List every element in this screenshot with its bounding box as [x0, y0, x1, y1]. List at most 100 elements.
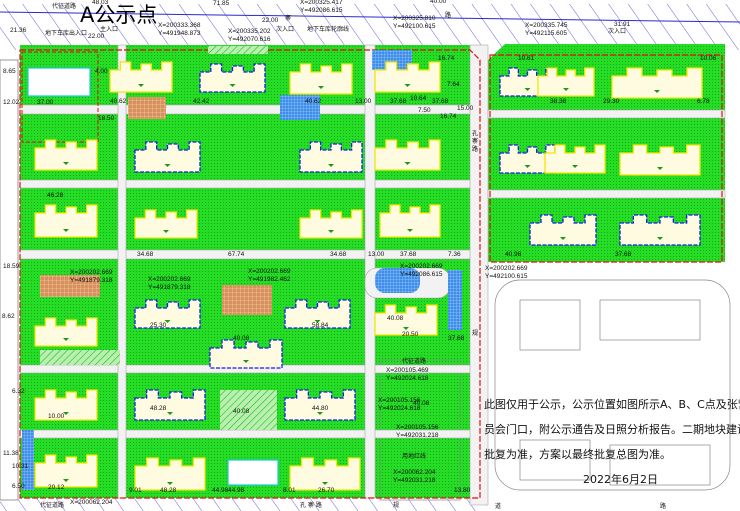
coordinate-label: Y=492100.615 [393, 23, 436, 30]
dimension-label: 38.38 [550, 98, 567, 105]
hatched-lawn-2 [220, 390, 277, 430]
residential-building [289, 63, 353, 95]
entrance-marker-icon [560, 237, 566, 240]
dimension-label: 67.74 [228, 251, 245, 258]
entrance-marker-icon [63, 412, 69, 415]
dimension-label: 34.68 [137, 251, 154, 258]
plaza-3 [222, 285, 272, 315]
road-label: 道 [495, 502, 501, 510]
internal-roads [19, 44, 726, 506]
residential-building [34, 204, 98, 238]
coordinate-label: X=200325.810 [393, 15, 436, 22]
dimension-label: 31.91 [614, 21, 631, 28]
hatched-lawn-3 [208, 46, 268, 54]
dimension-label: 10.61 [518, 55, 535, 62]
dimension-label: 26.70 [318, 487, 335, 494]
pool-1 [280, 95, 320, 120]
dimension-label: 48.28 [160, 487, 177, 494]
dimension-label: 40.08 [233, 408, 250, 415]
dimension-label: 34.68 [330, 251, 347, 258]
coordinate-label: Y=492070.616 [228, 36, 271, 43]
entrance-marker-icon [524, 88, 531, 91]
dimension-label: 10.00 [48, 413, 65, 420]
residential-building [289, 457, 361, 491]
coordinate-label: X=200333.368 [158, 22, 201, 29]
coordinate-label: X=200202.669 [70, 269, 113, 276]
dimension-label: 18.50 [98, 115, 115, 122]
dimension-label: 48.28 [150, 405, 167, 412]
pool-2 [372, 50, 412, 70]
entrance-marker-icon [317, 412, 323, 415]
dimension-label: 37.00 [37, 99, 54, 106]
entrance-label: 次入口 [608, 27, 626, 35]
dimension-label: 20.12 [48, 484, 65, 491]
residential-building [299, 209, 363, 239]
dimension-label: 37.68 [448, 335, 465, 342]
residential-building [109, 61, 173, 93]
dimension-label: 12.02 [3, 99, 20, 106]
dimension-label: 13.00 [368, 251, 385, 258]
road-label: 孔 寨 路 [471, 129, 478, 153]
dimension-label: 6.50 [12, 483, 25, 490]
tower-1 [27, 67, 91, 97]
dimension-label: 10.06 [700, 55, 717, 62]
dimension-label: 58.84 [312, 322, 329, 329]
coordinate-label: X=200105.156 [396, 424, 439, 431]
entrance-marker-icon [63, 338, 69, 341]
dimension-label: 29.30 [603, 98, 620, 105]
residential-building [134, 389, 206, 421]
dimension-label: 13.00 [355, 98, 372, 105]
note-line-3: 批复为准，方案以最终批复总图为准。 [484, 448, 671, 461]
road-label: 孔 寨 路 [300, 501, 322, 509]
gate-building [227, 459, 279, 486]
coordinate-label: X=200335.202 [228, 28, 271, 35]
residential-building [619, 214, 701, 246]
residential-building [619, 144, 701, 176]
entrance-marker-icon [164, 320, 171, 323]
coordinate-label: Y=492024.618 [386, 375, 429, 382]
dimension-label: 21.36 [10, 27, 27, 34]
coordinate-label: Y=492031.218 [396, 432, 439, 439]
land-boundary-line [19, 49, 723, 499]
road-label: 规 [472, 329, 478, 337]
dimension-label: 42.42 [193, 98, 210, 105]
residential-building [209, 339, 283, 369]
residential-building [379, 204, 441, 238]
dimension-label: 48.03 [92, 0, 109, 6]
residential-building [34, 317, 98, 347]
residential-building [499, 144, 556, 174]
coordinate-label: Y=492100.615 [485, 273, 528, 280]
dimension-label: 16.74 [440, 113, 457, 120]
residential-building [544, 144, 606, 174]
road-label: 代征道路 [52, 2, 76, 10]
dimension-label: 40.08 [387, 315, 404, 322]
dimension-label: 18.59 [3, 263, 20, 270]
dimension-label: 40.62 [110, 98, 127, 105]
entrance-marker-icon [657, 167, 663, 170]
dimension-label: 40.08 [233, 335, 250, 342]
dimension-label: 25.30 [150, 322, 167, 329]
dimension-label: 7.50 [418, 107, 431, 114]
residential-building [611, 67, 703, 99]
entrance-label: 次入口 [276, 25, 294, 33]
coordinate-label: X=200202.669 [148, 276, 191, 283]
residential-building [34, 389, 98, 421]
entrance-marker-icon [167, 412, 173, 415]
entrance-marker-icon [407, 229, 413, 232]
dimension-label: 8.65 [3, 68, 16, 75]
road-label: 路 [445, 11, 451, 19]
dimension-label: 40.98 [505, 251, 522, 258]
coordinate-label: Y=492115.605 [525, 30, 567, 37]
dimension-label: 6.32 [12, 388, 25, 395]
dimension-label: 37.68 [390, 98, 407, 105]
coordinate-label: X=200105.469 [386, 367, 429, 374]
entrance-marker-icon [63, 229, 69, 232]
coordinate-label: X=200202.669 [248, 268, 291, 275]
buildings [34, 61, 703, 491]
coordinate-label: X=200202.669 [400, 263, 443, 270]
dimension-label: 9.01 [129, 487, 142, 494]
land-line-label: 用地红线 [402, 452, 426, 460]
